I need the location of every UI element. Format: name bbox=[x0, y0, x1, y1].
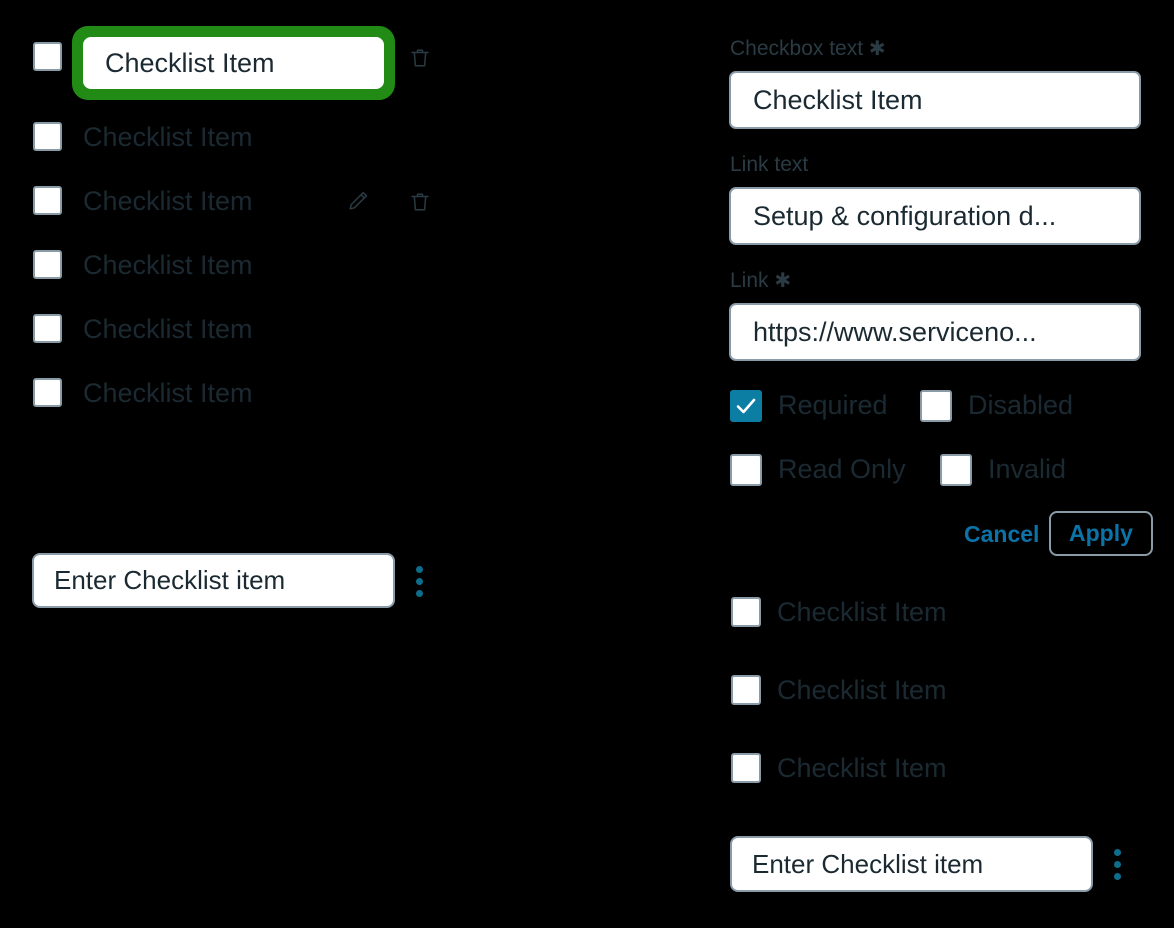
option-label-required: Required bbox=[778, 390, 888, 420]
checklist-entry-input[interactable]: Enter Checklist item bbox=[32, 553, 395, 608]
field-label-link: Link ✱ bbox=[730, 270, 791, 291]
checklist-checkbox-r2[interactable] bbox=[731, 753, 761, 783]
required-marker-icon: ✱ bbox=[774, 270, 792, 292]
checkbox-text-input[interactable]: Checklist Item bbox=[729, 71, 1141, 129]
option-checkbox-invalid[interactable] bbox=[940, 454, 972, 486]
checklist-item-label: Checklist Item bbox=[777, 597, 947, 627]
checklist-entry-input[interactable]: Enter Checklist item bbox=[730, 836, 1093, 892]
cancel-button[interactable]: Cancel bbox=[964, 521, 1040, 547]
checklist-checkbox-3[interactable] bbox=[33, 250, 62, 279]
checklist-checkbox-4[interactable] bbox=[33, 314, 62, 343]
checklist-item-label: Checklist Item bbox=[83, 122, 253, 152]
checklist-item-label: Checklist Item bbox=[777, 675, 947, 705]
checklist-item-label: Checklist Item bbox=[83, 378, 253, 408]
checklist-checkbox-5[interactable] bbox=[33, 378, 62, 407]
checklist-edit-input[interactable]: Checklist Item bbox=[83, 37, 384, 89]
option-checkbox-disabled[interactable] bbox=[920, 390, 952, 422]
required-marker-icon: ✱ bbox=[868, 38, 886, 60]
option-checkbox-read-only[interactable] bbox=[730, 454, 762, 486]
checklist-checkbox-0[interactable] bbox=[33, 42, 62, 71]
trash-icon[interactable] bbox=[406, 188, 434, 216]
kebab-menu-icon[interactable] bbox=[415, 566, 424, 597]
option-checkbox-required[interactable] bbox=[730, 390, 762, 422]
option-label-invalid: Invalid bbox=[988, 454, 1067, 484]
trash-icon[interactable] bbox=[406, 44, 434, 72]
checklist-checkbox-2[interactable] bbox=[33, 186, 62, 215]
field-label-text: Link text bbox=[730, 153, 809, 176]
field-label-text: Checkbox text bbox=[730, 37, 864, 60]
field-label-checkbox-text: Checkbox text ✱ bbox=[730, 38, 886, 59]
link-input[interactable]: https://www.serviceno... bbox=[729, 303, 1141, 361]
option-label-disabled: Disabled bbox=[968, 390, 1074, 420]
checklist-item-label: Checklist Item bbox=[83, 314, 253, 344]
link-text-input[interactable]: Setup & configuration d... bbox=[729, 187, 1141, 245]
apply-button[interactable]: Apply bbox=[1049, 511, 1153, 556]
field-label-link-text: Link text bbox=[730, 154, 808, 175]
checklist-checkbox-r1[interactable] bbox=[731, 675, 761, 705]
checklist-checkbox-1[interactable] bbox=[33, 122, 62, 151]
checklist-item-label: Checklist Item bbox=[83, 250, 253, 280]
kebab-menu-icon[interactable] bbox=[1113, 849, 1122, 880]
option-label-read-only: Read Only bbox=[778, 454, 906, 484]
pencil-icon[interactable] bbox=[345, 188, 371, 214]
field-label-text: Link bbox=[730, 269, 769, 292]
checklist-item-label: Checklist Item bbox=[83, 186, 253, 216]
checklist-item-label: Checklist Item bbox=[777, 753, 947, 783]
checklist-checkbox-r0[interactable] bbox=[731, 597, 761, 627]
